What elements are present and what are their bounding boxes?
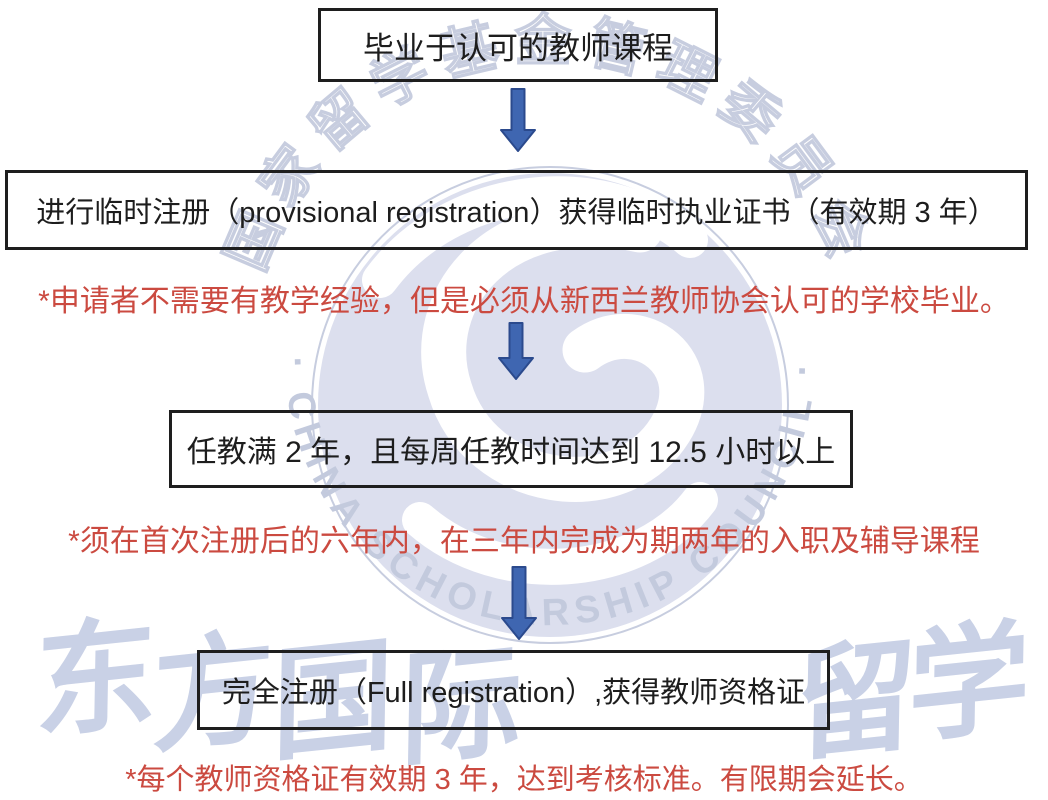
down-arrow-icon	[498, 322, 534, 380]
down-arrow-icon	[501, 566, 537, 640]
down-arrow-icon	[500, 88, 536, 152]
note-no-experience-required: *申请者不需要有教学经验，但是必须从新西兰教师协会认可的学校毕业。	[38, 285, 1010, 318]
flow-step-full-registration-label: 完全注册（Full registration）,获得教师资格证	[221, 677, 806, 709]
flow-step-provisional-registration-box: 进行临时注册（provisional registration）获得临时执业证书…	[5, 170, 1028, 250]
flow-step-graduate-label: 毕业于认可的教师课程	[363, 30, 673, 66]
watermark-calligraphy-char: 东	[34, 604, 158, 754]
flow-step-provisional-registration-label: 进行临时注册（provisional registration）获得临时执业证书…	[36, 197, 997, 229]
note-certificate-validity: *每个教师资格证有效期 3 年，达到考核标准。有限期会延长。	[125, 764, 923, 796]
flow-step-teaching-hours-box: 任教满 2 年，且每周任教时间达到 12.5 小时以上	[169, 410, 853, 488]
flow-step-graduate-box: 毕业于认可的教师课程	[318, 8, 718, 82]
watermark-calligraphy-char: 学	[907, 608, 1031, 758]
csc-logo-disc-icon	[311, 166, 789, 644]
flow-step-teaching-hours-label: 任教满 2 年，且每周任教时间达到 12.5 小时以上	[186, 436, 836, 469]
flow-step-full-registration-box: 完全注册（Full registration）,获得教师资格证	[197, 650, 830, 730]
note-induction-programme: *须在首次注册后的六年内，在三年内完成为期两年的入职及辅导课程	[68, 525, 980, 558]
